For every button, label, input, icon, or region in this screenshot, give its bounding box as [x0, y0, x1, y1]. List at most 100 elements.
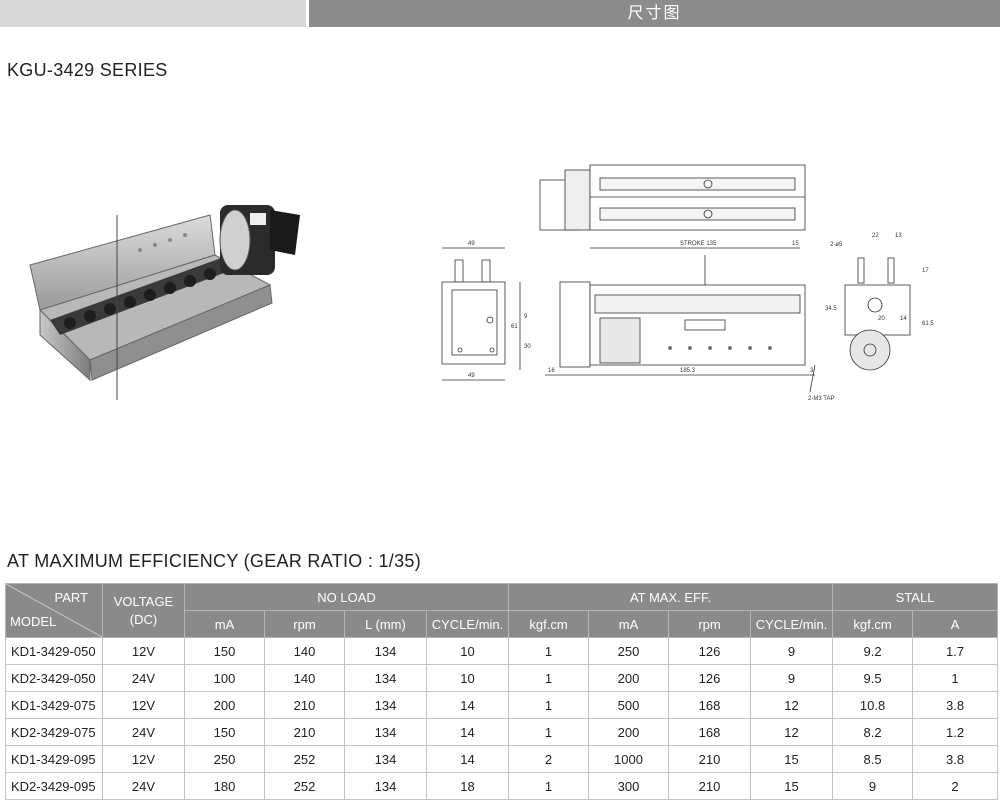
table-cell: 168	[668, 691, 752, 719]
spec-table: PART MODEL VOLTAGE (DC) NO LOAD AT MAX. …	[5, 583, 999, 800]
model-cell: KD2-3429-050	[5, 664, 103, 692]
table-cell: 100	[184, 664, 265, 692]
table-cell: 9	[750, 664, 834, 692]
table-cell: 134	[344, 664, 427, 692]
table-cell: 10	[425, 664, 510, 692]
group-stall: STALL	[832, 583, 999, 611]
table-cell: 250	[588, 637, 670, 665]
table-cell: 15	[750, 772, 834, 800]
right-end-view: 2-ø5 22 13 17 34.5 20 14 61.5	[825, 233, 934, 371]
table-cell: 134	[344, 718, 427, 746]
table-header-row-1: PART MODEL VOLTAGE (DC) NO LOAD AT MAX. …	[5, 583, 999, 638]
table-cell: 300	[588, 772, 670, 800]
table-cell: 210	[668, 772, 752, 800]
dim-13: 13	[895, 233, 902, 239]
group-max-eff: AT MAX. EFF.	[508, 583, 834, 611]
voltage-unit: (DC)	[129, 611, 158, 627]
model-cell: KD1-3429-075	[5, 691, 103, 719]
table-cell: 14	[425, 718, 510, 746]
table-cell: 1	[508, 637, 590, 665]
stroke-label: STROKE 135	[680, 241, 717, 247]
table-cell: 140	[264, 664, 345, 692]
table-cell: 252	[264, 745, 345, 773]
dim-20: 20	[878, 316, 885, 322]
model-cell: KD2-3429-095	[5, 772, 103, 800]
subheader: kgf.cm	[832, 610, 914, 638]
table-cell: 10	[425, 637, 510, 665]
group-no-load: NO LOAD	[183, 583, 510, 611]
table-cell: 150	[184, 637, 265, 665]
table-cell: 200	[184, 691, 265, 719]
table-cell: 10.8	[832, 691, 914, 719]
front-view: 61 30 9 16 185.3 3 2-M3 TAP	[511, 255, 834, 402]
top-view	[539, 164, 806, 231]
table-cell: 18	[425, 772, 510, 800]
table-cell: 24V	[102, 718, 185, 746]
subheader: A	[912, 610, 999, 638]
dimension-drawing: STROKE 135 15 49 49 61 30 9 16 185.3 3 2…	[441, 164, 934, 402]
table-cell: 140	[264, 637, 345, 665]
table-cell: 9.2	[832, 637, 914, 665]
subheader: L (mm)	[344, 610, 427, 638]
table-cell: 134	[344, 691, 427, 719]
table-cell: 24V	[102, 664, 185, 692]
table-cell: 12V	[102, 691, 185, 719]
table-cell: 252	[264, 772, 345, 800]
subheader: mA	[184, 610, 265, 638]
table-cell: 2	[508, 745, 590, 773]
table-cell: 1.2	[912, 718, 999, 746]
model-cell: KD2-3429-075	[5, 718, 103, 746]
table-cell: 12V	[102, 745, 185, 773]
table-cell: 3.8	[912, 745, 999, 773]
table-cell: 150	[184, 718, 265, 746]
efficiency-title: AT MAXIMUM EFFICIENCY (GEAR RATIO : 1/35…	[7, 551, 422, 571]
table-cell: 500	[588, 691, 670, 719]
series-title: KGU-3429 SERIES	[7, 60, 168, 80]
subheader: CYCLE/min.	[750, 610, 834, 638]
diagonal-divider	[6, 584, 102, 637]
dim-17: 17	[922, 268, 929, 274]
table-cell: 200	[588, 664, 670, 692]
table-cell: 12V	[102, 637, 185, 665]
table-cell: 12	[750, 718, 834, 746]
voltage-label: VOLTAGE	[113, 593, 174, 609]
table-cell: 9	[750, 637, 834, 665]
subheader: mA	[588, 610, 670, 638]
table-cell: 1	[912, 664, 999, 692]
table-cell: 1000	[588, 745, 670, 773]
product-photo	[29, 205, 300, 400]
table-cell: 14	[425, 745, 510, 773]
header-bar-left	[0, 0, 306, 27]
dim-22: 22	[872, 233, 879, 239]
dim-61-5: 61.5	[922, 321, 934, 327]
table-cell: 15	[750, 745, 834, 773]
dim-2-phi5: 2-ø5	[830, 242, 843, 248]
dim-185-3: 185.3	[680, 368, 696, 374]
part-label: PART	[54, 590, 88, 605]
table-cell: 12	[750, 691, 834, 719]
header-bar: 尺寸图	[0, 0, 1000, 27]
dim-9: 9	[524, 314, 528, 320]
subheader: kgf.cm	[508, 610, 590, 638]
table-header-row-2: mA rpm L (mm) CYCLE/min. kgf.cm mA rpm C…	[6, 610, 999, 638]
dim-34-5: 34.5	[825, 306, 837, 312]
table-cell: 1	[508, 772, 590, 800]
left-end-view: 49 49	[441, 241, 506, 381]
model-cell: KD1-3429-095	[5, 745, 103, 773]
dim-3: 3	[810, 368, 814, 374]
dim-49-top: 49	[468, 241, 475, 247]
table-cell: 210	[264, 691, 345, 719]
table-cell: 168	[668, 718, 752, 746]
table-cell: 24V	[102, 772, 185, 800]
table-cell: 2	[912, 772, 999, 800]
model-cell: KD1-3429-050	[5, 637, 103, 665]
dim-30: 30	[524, 344, 531, 350]
voltage-header: VOLTAGE (DC)	[102, 583, 185, 638]
table-cell: 200	[588, 718, 670, 746]
table-cell: 134	[344, 745, 427, 773]
